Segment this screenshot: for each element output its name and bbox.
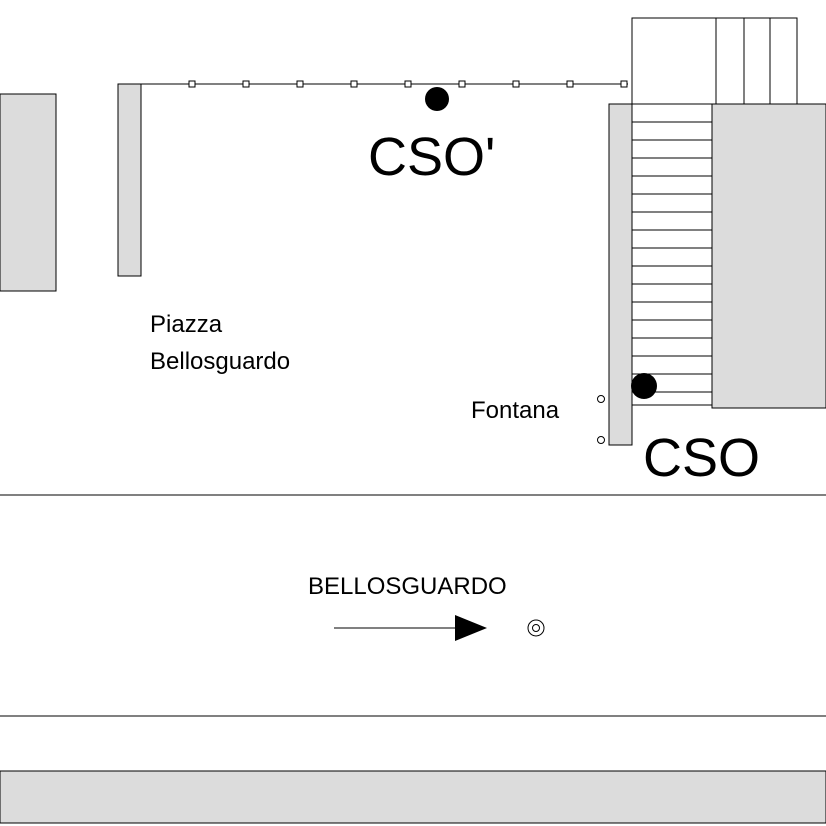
fence-post-icon <box>458 80 466 88</box>
fence-post-icon <box>188 80 196 88</box>
wall-right <box>608 103 633 446</box>
fence-post-icon <box>350 80 358 88</box>
fountain-post-icon <box>597 436 605 444</box>
fence-posts <box>188 80 628 88</box>
cso-prime-label: CSO' <box>368 127 495 187</box>
building-top-right <box>631 17 798 105</box>
building-left-edge <box>0 93 57 292</box>
target-icon-inner <box>532 624 540 632</box>
piazza-label-line1: Piazza <box>150 311 223 338</box>
cso-prime-marker-icon <box>425 87 449 111</box>
fontana-label: Fontana <box>471 397 560 424</box>
staircase <box>631 103 712 406</box>
target-icon <box>527 619 545 637</box>
wall-left <box>117 83 142 277</box>
fence-post-icon <box>512 80 520 88</box>
building-right <box>711 103 826 409</box>
fence-post-icon <box>296 80 304 88</box>
fence-post-icon <box>620 80 628 88</box>
piazza-label-line2: Bellosguardo <box>150 348 290 375</box>
cso-marker-icon <box>631 373 657 399</box>
fence-post-icon <box>404 80 412 88</box>
cso-label: CSO <box>643 428 760 488</box>
fountain-post-icon <box>597 395 605 403</box>
building-bottom <box>0 770 826 824</box>
street-label: BELLOSGUARDO <box>308 573 507 600</box>
fence-post-icon <box>242 80 250 88</box>
arrow-right-icon <box>455 615 487 641</box>
fence-post-icon <box>566 80 574 88</box>
